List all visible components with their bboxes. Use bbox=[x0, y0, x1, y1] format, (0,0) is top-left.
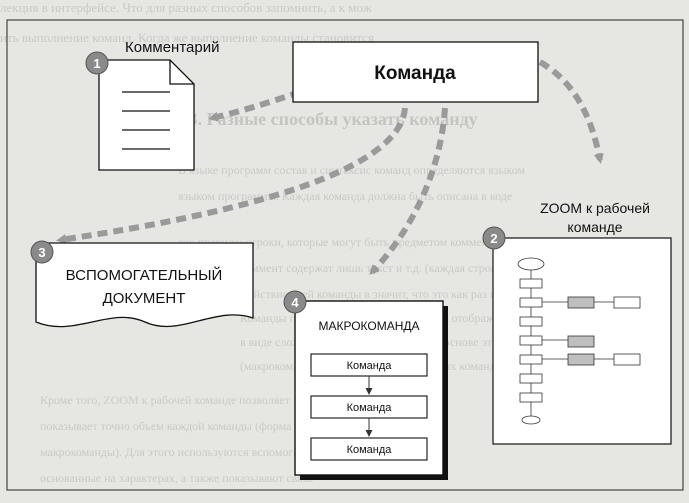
flow-zoomed-step bbox=[567, 296, 595, 309]
arrow-to-zoom bbox=[538, 59, 604, 164]
flow-detail-step bbox=[613, 296, 641, 309]
zoom-node: ZOOM к рабочей команде 2 bbox=[482, 200, 672, 445]
flow-zoomed-step bbox=[567, 353, 595, 366]
flow-step bbox=[519, 392, 543, 403]
badge-2-number: 2 bbox=[490, 231, 497, 246]
document-fold bbox=[169, 60, 194, 85]
bg-line: ить выполнение команд. Когда же выполнен… bbox=[0, 30, 374, 45]
comment-node: Комментарий 1 bbox=[85, 39, 219, 171]
bg-line: основанные на характерах, а также показы… bbox=[40, 471, 313, 485]
comment-label: Комментарий bbox=[125, 39, 219, 56]
badge-4-number: 4 bbox=[291, 295, 299, 310]
flow-step bbox=[519, 316, 543, 327]
badge-3 bbox=[30, 240, 54, 264]
arrow-to-aux-doc bbox=[56, 107, 408, 245]
arrow-to-macro bbox=[369, 107, 448, 275]
bg-line: как правило: строки, которые могут быть … bbox=[178, 235, 523, 249]
flow-start bbox=[517, 257, 545, 271]
macro-item-label: Команда bbox=[347, 444, 393, 456]
macro-label: МАКРОКОМАНДА bbox=[318, 319, 419, 333]
flow-step bbox=[519, 335, 543, 346]
flow-detail-step bbox=[613, 353, 641, 366]
badge-2 bbox=[482, 226, 506, 250]
macro-item-label: Команда bbox=[347, 360, 393, 372]
badge-4 bbox=[283, 290, 307, 314]
aux-doc-shape bbox=[35, 242, 254, 328]
diagram-frame bbox=[6, 19, 684, 491]
bg-line: Действие всей команды в значит, что это … bbox=[240, 287, 531, 301]
arrows bbox=[56, 59, 604, 275]
bg-line: языком программы. Каждая команда должна … bbox=[178, 189, 512, 203]
flow-step bbox=[519, 297, 543, 308]
macro-item-label: Команда bbox=[347, 402, 393, 414]
zoom-flowchart bbox=[517, 257, 641, 425]
arrow-to-comment bbox=[208, 89, 301, 122]
flow-step bbox=[519, 278, 543, 289]
macro-node: МАКРОКОМАНДА 4 Команда Команда Команда bbox=[283, 290, 448, 480]
bg-line: показывает точно объем каждой команды (ф… bbox=[40, 419, 307, 433]
command-node: Команда bbox=[292, 41, 539, 103]
zoom-label-line2: команде bbox=[567, 219, 622, 235]
aux-doc-label-line1: ВСПОМОГАТЕЛЬНЫЙ bbox=[66, 266, 223, 284]
command-box bbox=[292, 41, 539, 103]
badge-3-number: 3 bbox=[38, 245, 45, 260]
bg-line: В языке программ состав и синтаксис кома… bbox=[178, 163, 526, 177]
flow-zoomed-step bbox=[567, 335, 595, 348]
command-label: Команда bbox=[374, 63, 456, 84]
badge-1 bbox=[85, 51, 109, 75]
badge-1-number: 1 bbox=[93, 56, 100, 71]
bg-line: лекция в интерфейсе. Что для разных спос… bbox=[0, 0, 373, 15]
zoom-label-line1: ZOOM к рабочей bbox=[540, 200, 650, 216]
flow-end bbox=[521, 415, 541, 425]
macro-item-box bbox=[310, 437, 428, 461]
flow-step bbox=[519, 373, 543, 384]
aux-doc-node: ВСПОМОГАТЕЛЬНЫЙ ДОКУМЕНТ 3 bbox=[30, 240, 254, 328]
aux-doc-label-line2: ДОКУМЕНТ bbox=[103, 290, 186, 307]
flow-step bbox=[519, 354, 543, 365]
document-icon bbox=[98, 59, 195, 171]
bg-line: Кроме того, ZOOM к рабочей команде позво… bbox=[40, 393, 291, 407]
